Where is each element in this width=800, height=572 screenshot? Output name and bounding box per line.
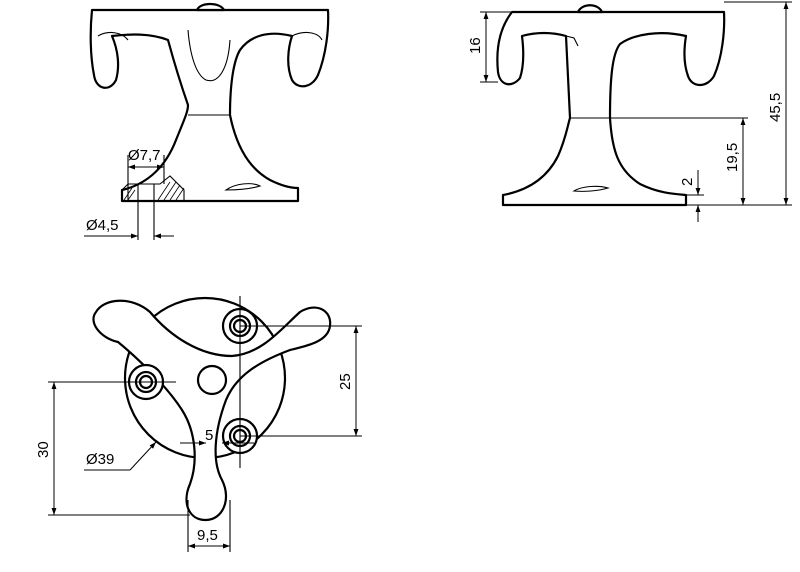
dim-total-height: 45,5 (767, 93, 784, 122)
front-view-section-outline (121, 175, 185, 201)
dim-hole-spacing: 25 (337, 373, 354, 390)
top-view: 25 5 Ø39 30 9,5 (35, 296, 362, 552)
front-view: Ø7,7 Ø4,5 (84, 2, 330, 240)
side-view: 16 45,5 19,5 2 (467, 1, 792, 222)
front-view-hook-body (89, 8, 330, 203)
front-view-left-finger-detail (97, 31, 129, 41)
dim-arm-width: 9,5 (197, 527, 218, 544)
dim-arm-offset: 5 (205, 427, 213, 444)
top-view-hook-arms (92, 299, 332, 522)
top-view-center-boss (196, 364, 228, 396)
front-view-right-finger-detail (291, 31, 323, 41)
dim-base-diameter: Ø39 (86, 451, 114, 468)
front-view-center-finger (187, 29, 231, 82)
dim-hook-height: 16 (467, 37, 484, 54)
dim-base-to-collar: 19,5 (724, 143, 741, 172)
side-view-hook-body (496, 10, 726, 207)
front-view-base-slot (224, 183, 262, 191)
dim-hole-counterbore: Ø7,7 (128, 147, 161, 164)
dim-arm-reach: 30 (35, 441, 52, 458)
side-view-tab (565, 35, 579, 47)
dim-hole-diameter: Ø4,5 (86, 217, 119, 234)
dim-base-thickness: 2 (679, 178, 696, 186)
side-view-base-slot (572, 185, 610, 192)
side-view-screw-head (576, 4, 604, 14)
front-view-screw-head (195, 2, 226, 12)
